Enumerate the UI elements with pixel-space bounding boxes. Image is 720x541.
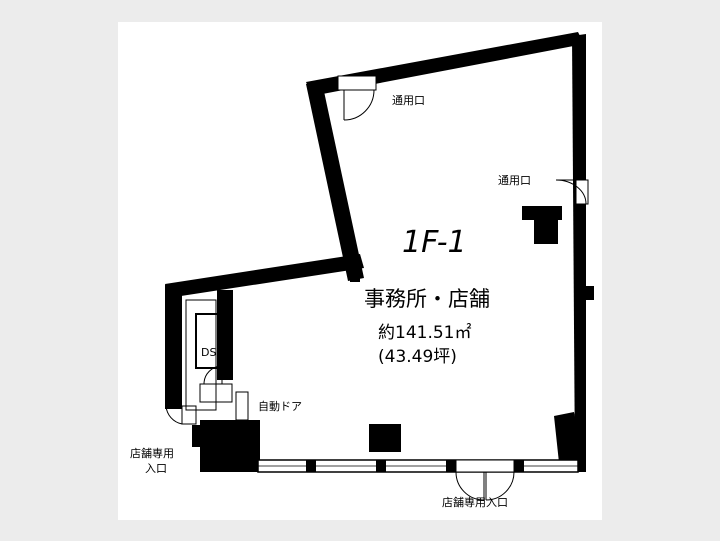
door-service-right	[555, 179, 589, 205]
wall-bottom-right	[554, 412, 586, 472]
label-service-entrance-right: 通用口	[498, 174, 531, 187]
label-service-entrance-top: 通用口	[392, 94, 425, 107]
wall-tab	[586, 286, 594, 300]
step-marker	[350, 268, 360, 282]
label-ds: DS	[201, 346, 216, 359]
doors	[165, 75, 589, 501]
right-column-lower	[534, 214, 558, 244]
storefront-glazing	[257, 459, 579, 473]
label-store-entrance-bottom: 店舗専用入口	[442, 495, 508, 509]
wall-right	[572, 34, 586, 472]
inner-lines	[185, 299, 232, 411]
label-store-entrance-left-1: 店舗専用	[130, 446, 174, 460]
door-store-bottom	[455, 459, 515, 501]
area-tsubo: (43.49坪)	[378, 347, 457, 367]
exterior-walls	[165, 32, 594, 472]
use-label: 事務所・店舗	[364, 287, 490, 311]
wall-far-left	[165, 285, 182, 409]
ds-box-outline	[195, 313, 223, 369]
wall-bottom-left-block	[200, 420, 260, 472]
label-auto-door: 自動ドア	[258, 399, 302, 413]
label-store-entrance-left-2: 入口	[145, 462, 167, 475]
wall-left-lower	[192, 425, 204, 447]
unit-id: 1F-1	[402, 225, 467, 260]
door-service-top	[337, 75, 377, 121]
wall-left-upper	[306, 82, 364, 281]
interior-pillar	[369, 424, 401, 452]
area-sqm: 約141.51㎡	[378, 323, 471, 343]
wall-step	[165, 254, 364, 298]
